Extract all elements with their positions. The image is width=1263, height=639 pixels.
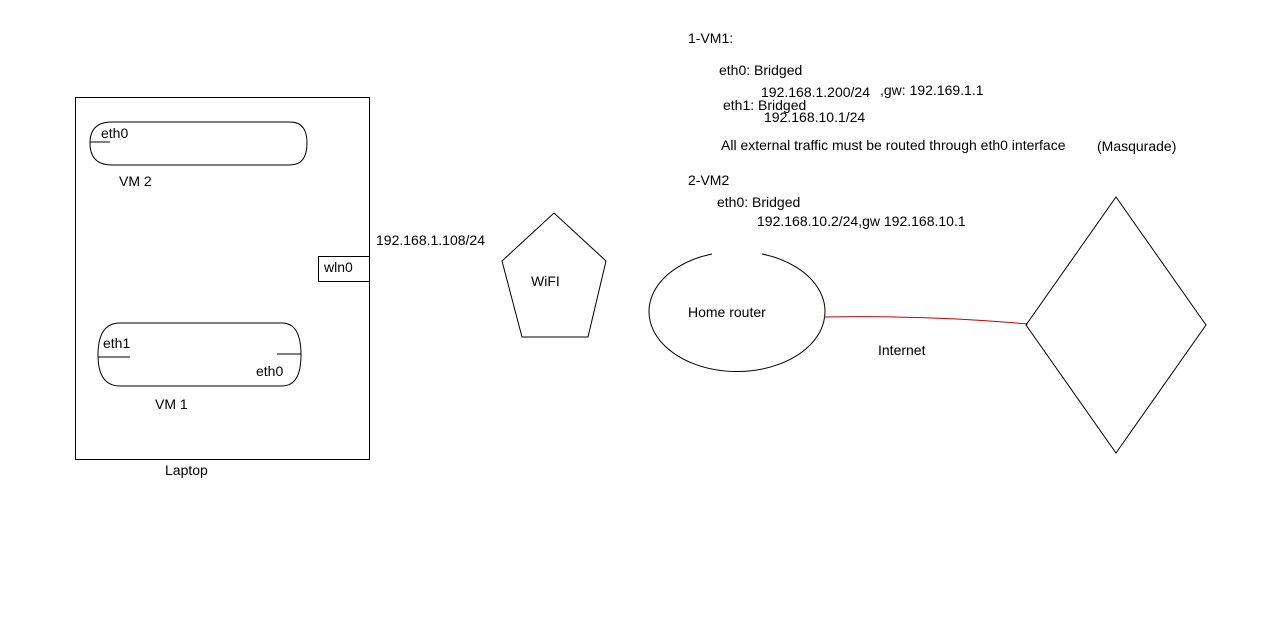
vm1-node: eth1 eth0 VM 1 [97,322,302,412]
wifi-label: WiFI [531,273,560,289]
vm1-eth1-label: eth1 [103,335,130,351]
internet-cloud-shape [1025,196,1207,454]
vm1-shape [97,322,302,387]
laptop-ip-label: 192.168.1.108/24 [376,232,485,248]
vm2-shape [89,121,308,166]
vm1-eth1-note: eth1: Bridged [723,97,806,113]
home-router-node: Home router [648,253,826,372]
vm2-heading: 2-VM2 [688,172,729,188]
wln0-label: wln0 [323,259,353,275]
vm1-label: VM 1 [155,396,188,412]
wln0-interface: wln0 [318,256,370,282]
wifi-shape [501,212,607,338]
wifi-node: WiFI [501,212,607,338]
home-router-label: Home router [688,304,766,320]
wln0-box [318,256,370,282]
vm1-heading: 1-VM1: [688,30,733,46]
vm2-label: VM 2 [119,173,152,189]
vm2-eth0-ip: 192.168.10.2/24,gw 192.168.10.1 [757,213,966,229]
vm1-eth0-ip: 192.168.1.200/24 [761,84,870,100]
home-router-shape [648,253,826,372]
vm2-eth0-label: eth0 [101,125,128,141]
vm1-eth0-gw: ,gw: 192.169.1.1 [880,82,984,98]
config-notes: 1-VM1: eth0: Bridged 192.168.1.200/24 ,g… [688,30,1176,229]
vm1-eth1-ip: 192.168.10.1/24 [764,109,865,125]
vm2-eth0-note: eth0: Bridged [717,194,800,210]
masquerade-note: (Masqurade) [1097,138,1176,154]
vm2-node: eth0 VM 2 [89,121,308,189]
internet-link [823,316,1029,325]
internet-label: Internet [878,342,926,358]
vm1-eth0-note: eth0: Bridged [719,62,802,78]
vm1-eth0-label: eth0 [256,363,283,379]
laptop-node: Laptop [75,97,370,478]
laptop-label: Laptop [165,462,208,478]
routing-note: All external traffic must be routed thro… [721,137,1066,153]
